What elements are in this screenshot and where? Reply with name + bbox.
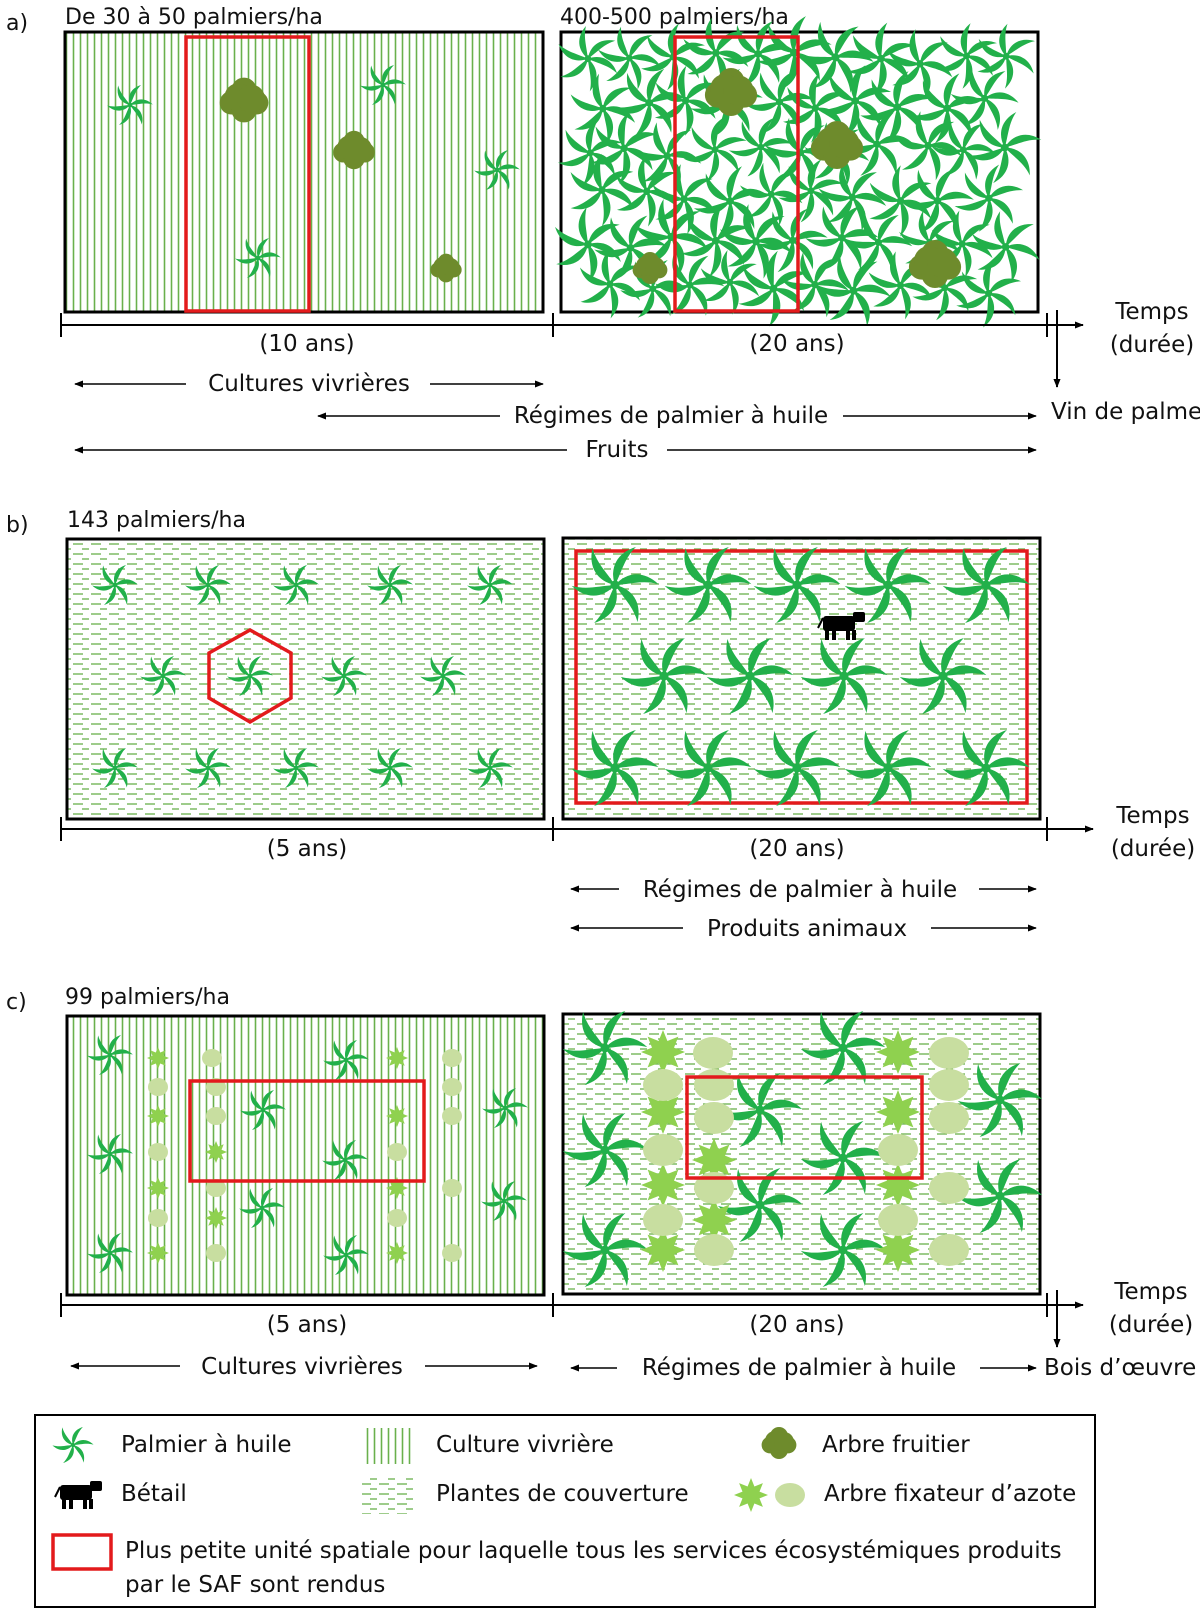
nitrogen-tree-oval bbox=[878, 1204, 918, 1236]
legend: Palmier à huile Bétail Culture vivrière … bbox=[34, 1414, 1096, 1608]
legend-box bbox=[34, 1414, 1096, 1608]
nitrogen-tree-oval bbox=[148, 1078, 168, 1096]
panel-a: a) De 30 à 50 palmiers/ha 400-500 palmie… bbox=[6, 5, 1200, 463]
nitrogen-tree-oval bbox=[206, 1179, 226, 1197]
nitrogen-tree-oval bbox=[694, 1234, 734, 1266]
nitrogen-tree-oval-icon bbox=[775, 1483, 805, 1507]
arrow-label-palm-bunches: Régimes de palmier à huile bbox=[643, 877, 957, 903]
time-unit-label: (durée) bbox=[1111, 836, 1195, 862]
nitrogen-tree-oval bbox=[929, 1037, 969, 1069]
panel-b-duration-2: (20 ans) bbox=[749, 836, 844, 862]
panel-a-density: De 30 à 50 palmiers/ha bbox=[65, 5, 323, 30]
nitrogen-tree-oval bbox=[643, 1204, 683, 1236]
panel-b-plot-1 bbox=[65, 537, 546, 821]
legend-fruit-label: Arbre fruitier bbox=[822, 1432, 970, 1458]
nitrogen-tree-oval bbox=[442, 1049, 462, 1067]
panel-c-duration-1: (5 ans) bbox=[267, 1312, 348, 1338]
panel-b-duration-1: (5 ans) bbox=[267, 836, 348, 862]
smallest-unit-box bbox=[673, 35, 800, 313]
nitrogen-tree-oval bbox=[694, 1172, 734, 1204]
time-label: Temps bbox=[1113, 1279, 1187, 1305]
smallest-unit-box bbox=[574, 549, 1029, 805]
nitrogen-tree-oval bbox=[929, 1234, 969, 1266]
time-label: Temps bbox=[1114, 299, 1188, 325]
panel-b-letter: b) bbox=[6, 513, 29, 538]
time-unit-label: (durée) bbox=[1110, 332, 1194, 358]
time-label: Temps bbox=[1115, 803, 1189, 829]
panel-a-duration-2: (20 ans) bbox=[749, 331, 844, 357]
smallest-unit-box bbox=[188, 1079, 426, 1183]
nitrogen-tree-oval bbox=[929, 1172, 969, 1204]
legend-cattle-label: Bétail bbox=[121, 1481, 187, 1507]
nitrogen-tree-oval bbox=[442, 1078, 462, 1096]
arrow-label-food-crops: Cultures vivrières bbox=[208, 371, 410, 397]
tree-rows bbox=[562, 1011, 1043, 1287]
arrow-label-animal-products: Produits animaux bbox=[707, 916, 907, 942]
cover-plant-swatch bbox=[362, 1478, 414, 1514]
panel-b: b) 143 palmiers/ha (5 ans) (20 ans) Temp… bbox=[6, 508, 1195, 942]
panel-c-letter: c) bbox=[6, 990, 27, 1015]
unit-swatch bbox=[51, 1533, 113, 1571]
crop-swatch bbox=[362, 1428, 414, 1464]
nitrogen-tree-oval bbox=[206, 1244, 226, 1262]
arrow-label-food-crops: Cultures vivrières bbox=[201, 1354, 403, 1380]
nitrogen-tree-oval bbox=[148, 1143, 168, 1161]
panel-c: c) 99 palmiers/ha (5 ans) (20 ans) Temps… bbox=[6, 985, 1196, 1381]
nitrogen-tree-oval bbox=[693, 1037, 733, 1069]
nitrogen-tree-oval bbox=[202, 1049, 222, 1067]
palm-wine-label: Vin de palme bbox=[1051, 399, 1200, 425]
timber-label: Bois d’œuvre bbox=[1044, 1355, 1196, 1381]
panel-a-duration-1: (10 ans) bbox=[259, 331, 354, 357]
legend-unit-label-2: par le SAF sont rendus bbox=[125, 1572, 385, 1598]
nitrogen-tree-oval bbox=[643, 1134, 683, 1166]
legend-cover-label: Plantes de couverture bbox=[436, 1481, 689, 1507]
panel-c-density: 99 palmiers/ha bbox=[65, 985, 230, 1010]
panel-a-density-2: 400-500 palmiers/ha bbox=[560, 5, 789, 30]
nitrogen-tree-oval bbox=[387, 1143, 407, 1161]
smallest-unit-hexagon bbox=[207, 627, 293, 725]
nitrogen-tree-oval bbox=[878, 1134, 918, 1166]
legend-nfix-label: Arbre fixateur d’azote bbox=[824, 1481, 1076, 1507]
time-unit-label: (durée) bbox=[1109, 1312, 1193, 1338]
nitrogen-tree-oval bbox=[929, 1102, 969, 1134]
arrow-label-fruits: Fruits bbox=[586, 437, 649, 463]
nitrogen-tree-oval bbox=[387, 1209, 407, 1227]
panel-a-plot-1 bbox=[63, 30, 545, 314]
smallest-unit-box bbox=[184, 35, 311, 313]
nitrogen-tree-oval bbox=[442, 1179, 462, 1197]
tree-rows bbox=[87, 1035, 528, 1275]
nitrogen-tree-oval bbox=[643, 1069, 683, 1101]
arrow-label-palm-bunches: Régimes de palmier à huile bbox=[642, 1355, 956, 1381]
nitrogen-tree-oval bbox=[206, 1107, 226, 1125]
nitrogen-tree-oval bbox=[148, 1209, 168, 1227]
nitrogen-tree-oval bbox=[929, 1069, 969, 1101]
panel-b-density: 143 palmiers/ha bbox=[67, 508, 246, 533]
legend-crop-label: Culture vivrière bbox=[436, 1432, 614, 1458]
arrow-label-palm-bunches: Régimes de palmier à huile bbox=[514, 403, 828, 429]
panel-a-letter: a) bbox=[6, 11, 28, 36]
nitrogen-tree-oval bbox=[442, 1107, 462, 1125]
panel-c-plot-1 bbox=[65, 1014, 546, 1297]
panel-c-duration-2: (20 ans) bbox=[749, 1312, 844, 1338]
smallest-unit-box bbox=[685, 1075, 924, 1180]
legend-palm-label: Palmier à huile bbox=[121, 1432, 292, 1458]
nitrogen-tree-oval bbox=[694, 1069, 734, 1101]
nitrogen-tree-oval bbox=[442, 1244, 462, 1262]
legend-unit-label-1: Plus petite unité spatiale pour laquelle… bbox=[125, 1538, 1062, 1564]
nitrogen-tree-oval bbox=[694, 1102, 734, 1134]
